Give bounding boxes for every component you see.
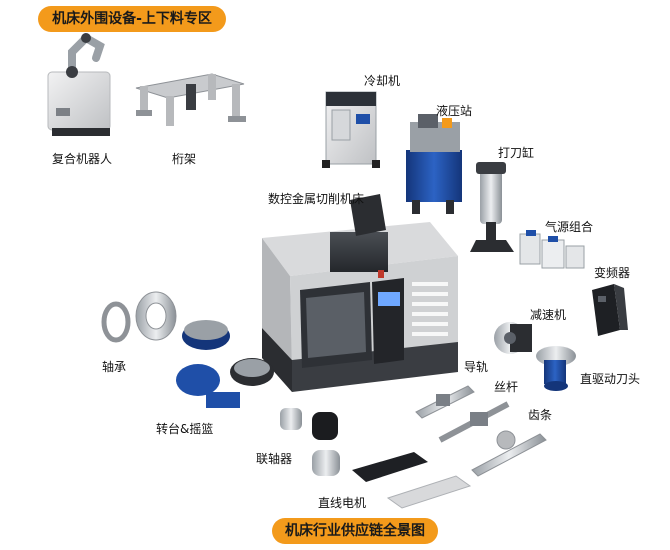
label-directhead: 直驱动刀头 [580,372,641,386]
label-gantry: 桁架 [172,152,197,166]
composite-robot-illustration [47,33,111,136]
cnc-machine-illustration [262,194,458,392]
label-robot: 复合机器人 [52,152,113,166]
label-hydraulic: 液压站 [436,104,473,118]
hydraulic-station-illustration [406,114,462,214]
direct-drive-head-illustration [536,346,576,391]
bearing-illustration [101,291,177,343]
ball-screw-illustration [438,401,510,443]
label-cnc: 数控金属切削机床 [268,192,365,206]
label-air: 气源组合 [545,220,594,234]
label-reducer: 减速机 [530,308,567,322]
label-coupling: 联轴器 [256,452,293,466]
gantry-illustration [135,73,246,126]
air-source-illustration [519,230,585,269]
label-linearmotor: 直线电机 [318,496,367,510]
drawbar-cylinder-illustration [470,162,514,252]
label-bearing: 轴承 [102,360,127,374]
label-turntable: 转台&摇篮 [156,422,214,436]
gear-rack-illustration [471,430,547,477]
guide-rail-illustration [415,385,475,419]
label-inverter: 变频器 [594,266,631,280]
header-title: 机床外围设备-上下料专区 [38,6,226,32]
label-drawbar: 打刀缸 [498,146,535,160]
label-chiller: 冷却机 [364,74,401,88]
label-rail: 导轨 [464,360,489,374]
linear-motor-illustration [352,452,472,509]
turntable-cradle-illustration [176,320,274,408]
reducer-illustration [494,322,532,354]
chiller-illustration [322,91,380,168]
coupling-illustration [280,408,340,476]
inverter-illustration [592,284,628,336]
label-rack: 齿条 [528,408,553,422]
footer-title: 机床行业供应链全景图 [272,518,438,544]
label-screw: 丝杆 [494,380,519,394]
